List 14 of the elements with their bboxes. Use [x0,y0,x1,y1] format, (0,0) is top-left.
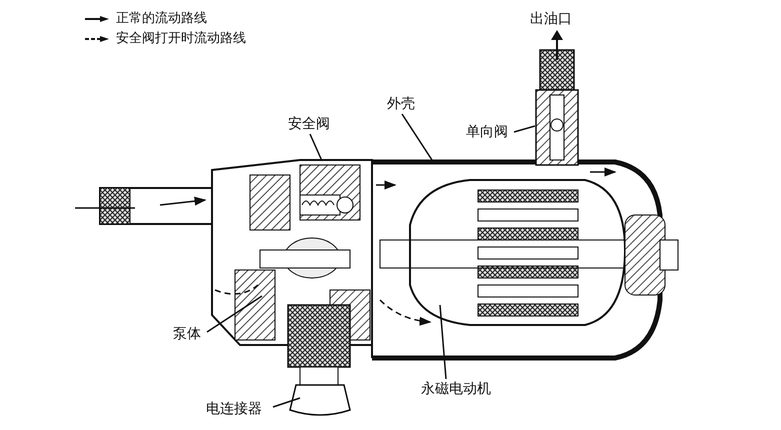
legend-text: 安全阀打开时流动路线 [116,30,246,48]
part-label: 电连接器 [195,399,273,419]
leader-line [272,397,300,408]
legend-text: 正常的流动路线 [116,10,207,28]
leader-line [514,125,536,133]
outlet-label: 出油口 [530,10,572,29]
leader-line [309,134,323,162]
leader-line [401,114,433,160]
part-label: 单向阀 [460,122,514,142]
part-label: 外壳 [381,94,421,114]
leader-line [439,304,447,380]
part-label: 安全阀 [280,114,338,134]
part-label: 永磁电动机 [410,379,502,399]
part-label: 泵体 [167,324,207,344]
